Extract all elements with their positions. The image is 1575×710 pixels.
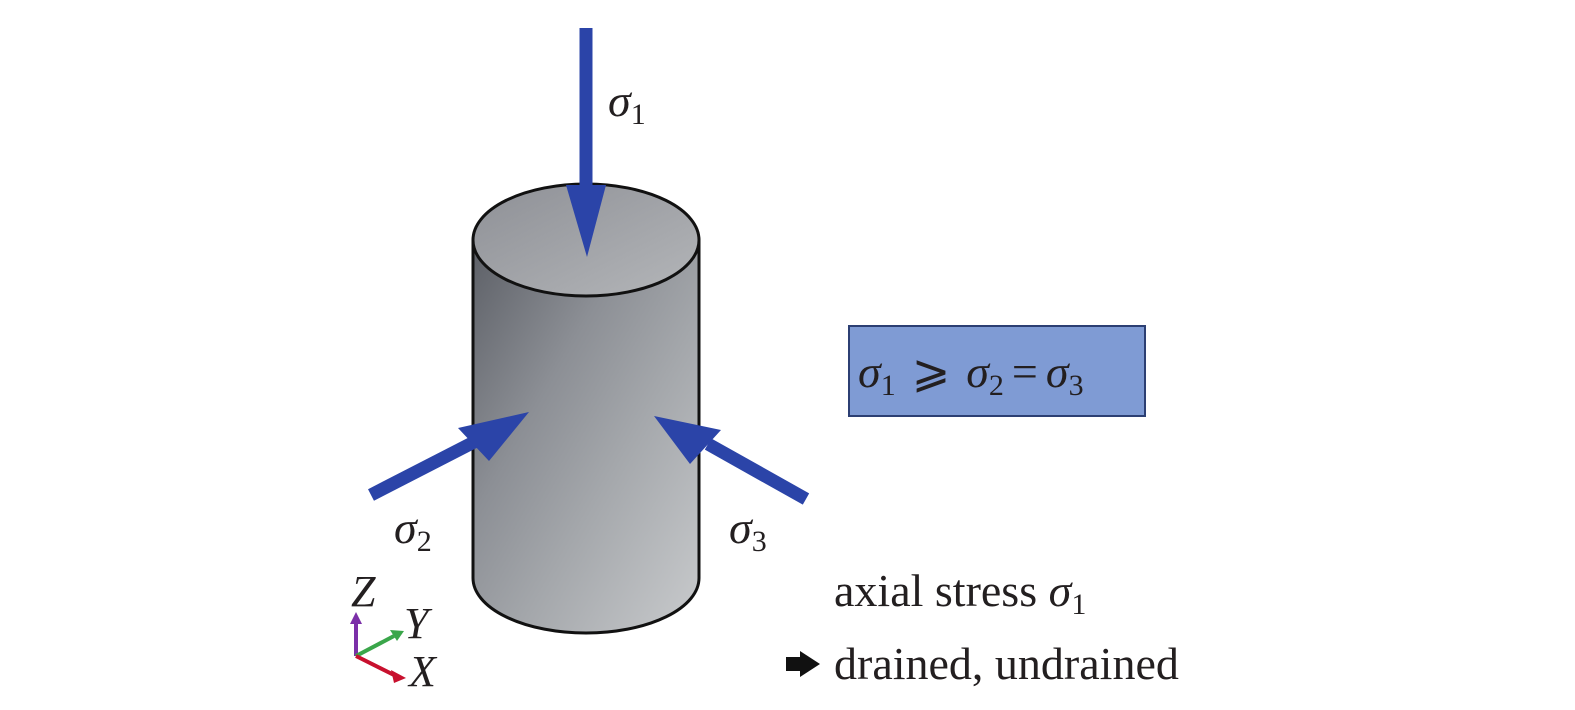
sigma3-label: σ3: [729, 502, 767, 558]
stress-condition-text: σ1⩾σ2=σ3: [858, 346, 1084, 402]
sigma1-arrow: [566, 28, 606, 257]
x-axis-label: X: [407, 647, 438, 696]
sigma3-arrow: [654, 416, 810, 505]
y-axis-label: Y: [404, 599, 433, 648]
sigma2-label: σ2: [394, 502, 432, 558]
stress-condition-box: σ1⩾σ2=σ3: [848, 325, 1146, 417]
axial-stress-note: axial stress σ1: [834, 565, 1086, 621]
sigma2-arrow: [368, 412, 529, 501]
right-arrow-icon: [786, 651, 820, 677]
sigma1-label: σ1: [608, 75, 646, 131]
coordinate-axes: Z Y X: [350, 567, 438, 696]
cylinder-body: [471, 238, 701, 635]
y-axis: [355, 634, 395, 658]
x-axis: [355, 654, 397, 678]
z-axis-label: Z: [351, 567, 376, 616]
drainage-note: drained, undrained: [834, 638, 1179, 689]
